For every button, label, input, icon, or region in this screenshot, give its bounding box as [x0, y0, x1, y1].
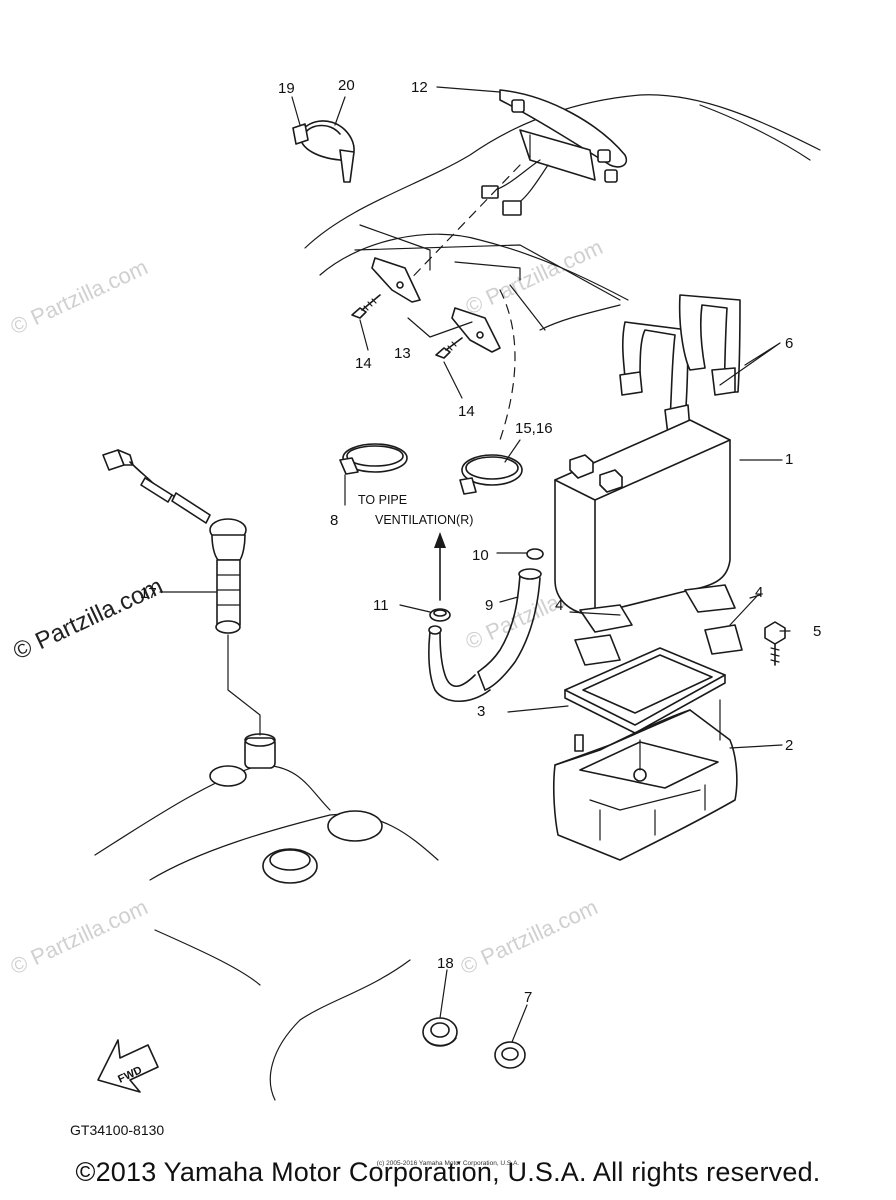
callout-4: 4 [755, 584, 763, 601]
callout-19: 19 [278, 80, 295, 97]
part-18-grommet [422, 1017, 458, 1047]
callout-10: 10 [472, 547, 489, 564]
fwd-arrow-icon: FWD [97, 1039, 159, 1093]
part-6-straps [619, 294, 741, 436]
part-7-grommet [494, 1041, 526, 1069]
callout-1: 1 [785, 451, 793, 468]
hull-lower [94, 733, 439, 1101]
notes: TO PIPE VENTILATION(R) GT34100-8130 [70, 493, 473, 1138]
small-copyright: (c) 2005-2016 Yamaha Motor Corporation, … [376, 1160, 520, 1167]
part-12-electrical-box [399, 89, 628, 291]
part-9-hose [428, 568, 542, 702]
part-2-battery-case [552, 699, 738, 861]
part-14-screws [351, 294, 463, 399]
callout-8: 8 [330, 512, 338, 529]
callouts: 1 2 3 4 4 5 6 7 8 9 10 11 12 13 14 14 15… [140, 77, 821, 1006]
callout-14: 14 [458, 403, 475, 420]
part-1-battery [554, 419, 731, 616]
watermark: © Partzilla.com [7, 254, 152, 339]
callout-9: 9 [485, 597, 493, 614]
callout-20: 20 [338, 77, 355, 94]
callout-17: 17 [140, 585, 157, 602]
part-11-clip [429, 608, 451, 622]
part-19-20-clamp [291, 96, 355, 183]
seat-outline [304, 94, 821, 441]
callout-3: 3 [477, 703, 485, 720]
leader-lines [159, 86, 791, 1043]
ventilation-note: VENTILATION(R) [375, 513, 473, 527]
copyright-footer: ©2013 Yamaha Motor Corporation, U.S.A. A… [75, 1157, 821, 1187]
callout-4: 4 [555, 597, 563, 614]
callout-7: 7 [524, 989, 532, 1006]
part-3-mat [564, 647, 726, 734]
diagram-code: GT34100-8130 [70, 1122, 164, 1138]
callout-6: 6 [785, 335, 793, 352]
watermark: © Partzilla.com [7, 894, 152, 979]
part-17-sensor [102, 449, 261, 736]
callout-14: 14 [355, 355, 372, 372]
part-5-bolt [764, 621, 786, 666]
callout-5: 5 [813, 623, 821, 640]
callout-18: 18 [437, 955, 454, 972]
watermark: © Partzilla.com [462, 234, 607, 319]
part-10-cap [526, 548, 544, 560]
callout-2: 2 [785, 737, 793, 754]
part-8-clamp [339, 443, 408, 475]
callout-13: 13 [394, 345, 411, 362]
part-13-brackets [371, 257, 501, 353]
callout-12: 12 [411, 79, 428, 96]
to-pipe-note: TO PIPE [358, 493, 407, 507]
callout-15-16: 15,16 [515, 420, 553, 437]
arrow-to-vent [434, 532, 446, 601]
part-4-pads [574, 584, 743, 666]
part-15-16-clamp [459, 454, 523, 495]
watermark: © Partzilla.com [457, 894, 602, 979]
callout-11: 11 [373, 597, 389, 614]
